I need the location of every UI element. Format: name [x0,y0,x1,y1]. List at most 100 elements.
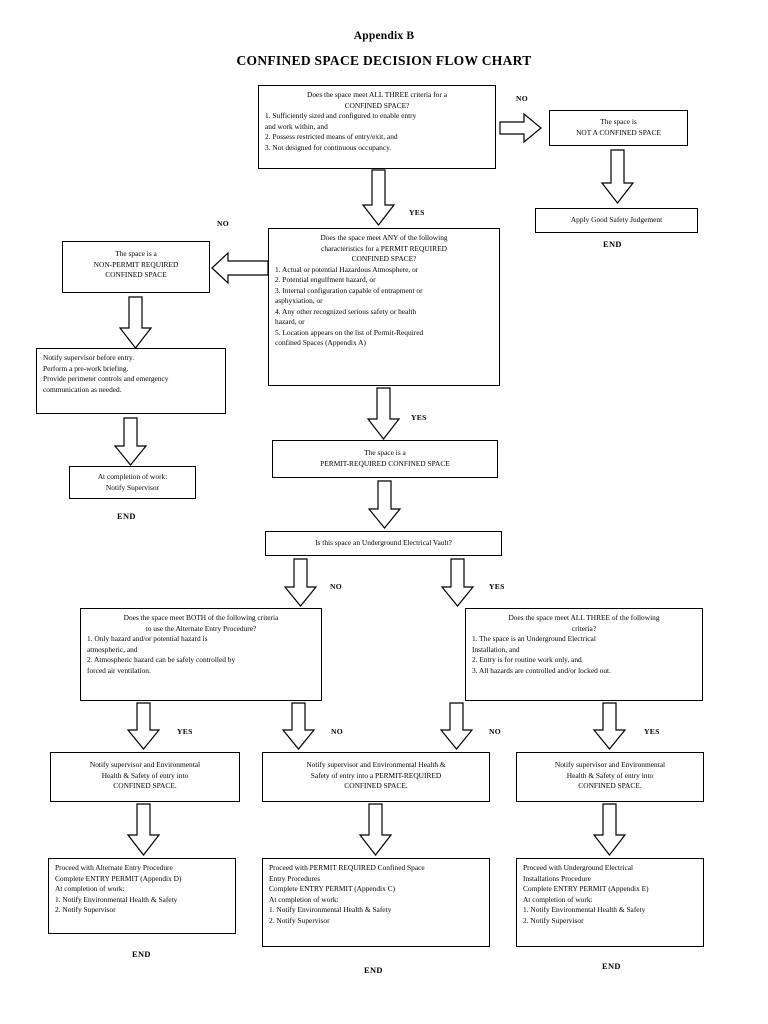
d2-item-5b: confined Spaces (Appendix A) [275,338,366,348]
end-label-left-upper: END [117,512,136,521]
label-yes-d2: YES [411,413,427,422]
notify-left-line3: CONFINED SPACE. [113,781,177,791]
proceed-center-line3: Complete ENTRY PERMIT (Appendix C) [269,884,396,894]
apply-judgement-line1: Apply Good Safety Judgement [570,215,663,224]
d1-item-2: 2. Possess restricted means of entry/exi… [265,132,398,142]
d1-item-1b: and work within, and [265,121,328,131]
arrow-d3-no-down [283,558,318,607]
arrow-notify-right-down [592,803,627,856]
label-yes-d4: YES [177,727,193,736]
end-label-bottom-center: END [364,966,383,975]
proceed-left-line1: Proceed with Alternate Entry Procedure [55,863,173,872]
node-proceed-permit-required: Proceed with PERMIT REQUIRED Confined Sp… [262,858,490,947]
proceed-right-line2: Installations Procedure [523,873,591,883]
label-yes-d5: YES [644,727,660,736]
node-notify-permit-required-center: Notify supervisor and Environmental Heal… [262,752,490,802]
d2-item-4: 4. Any other recognized serious safety o… [275,306,417,316]
proceed-left-line5: 2. Notify Supervisor [55,905,116,915]
notify-left-line1: Notify supervisor and Environmental [89,760,201,769]
notify-before-entry-line4: communication as needed. [43,384,122,394]
d4-item-2b: forced air ventilation. [87,665,151,675]
proceed-left-line4: 1. Notify Environmental Health & Safety [55,894,178,904]
node-notify-before-entry: Notify supervisor before entry. Perform … [36,348,226,414]
d3-line1: Is this space an Underground Electrical … [315,538,452,547]
decision-permit-required-characteristics: Does the space meet ANY of the following… [268,228,500,386]
d2-item-3: 3. Internal configuration capable of ent… [275,285,423,295]
notify-right-line3: CONFINED SPACE. [578,781,642,791]
decision-confined-space-criteria: Does the space meet ALL THREE criteria f… [258,85,496,169]
d1-item-3: 3. Not designed for continuous occupancy… [265,142,392,152]
d4-header-line1: Does the space meet BOTH of the followin… [123,613,279,622]
arrow-d1-yes-down [361,169,396,226]
arrow-d2-no-left [211,251,269,285]
d1-item-1: 1. Sufficiently sized and configured to … [265,111,417,121]
proceed-center-line1: Proceed with PERMIT REQUIRED Confined Sp… [269,863,425,872]
arrow-notify-center-down [358,803,393,856]
d2-header-line1: Does the space meet ANY of the following [320,233,448,242]
completion-notify-line1: At completion of work: [97,472,168,481]
proceed-right-line4: At completion of work: [523,894,593,904]
d1-header-line2: CONFINED SPACE? [344,100,410,110]
proceed-right-line6: 2. Notify Supervisor [523,915,584,925]
notify-before-entry-line3: Provide perimeter controls and emergency [43,374,169,384]
d4-item-1: 1. Only hazard and/or potential hazard i… [87,634,208,644]
node-at-completion-notify-supervisor: At completion of work: Notify Supervisor [69,466,196,499]
d5-header-line2: criteria? [571,623,597,633]
notify-center-line2: Safety of entry into a PERMIT-REQUIRED [310,770,442,780]
d4-header-line2: to use the Alternate Entry Procedure? [145,623,257,633]
node-notify-confined-space-right: Notify supervisor and Environmental Heal… [516,752,704,802]
label-no-d4: NO [331,727,343,736]
permit-required-line2: PERMIT-REQUIRED CONFINED SPACE [320,458,450,468]
d5-item-3: 3. All hazards are controlled and/or loc… [472,665,611,675]
d2-header-line3: CONFINED SPACE? [351,254,417,264]
decision-alternate-entry-procedure: Does the space meet BOTH of the followin… [80,608,322,701]
node-permit-required-confined-space: The space is a PERMIT-REQUIRED CONFINED … [272,440,498,478]
not-confined-line2: NOT A CONFINED SPACE [576,127,661,137]
label-no-d2: NO [217,219,229,228]
non-permit-line2: NON-PERMIT REQUIRED [93,259,179,269]
label-yes-d3: YES [489,582,505,591]
label-no-d1: NO [516,94,528,103]
notify-before-entry-line2: Perform a pre-work briefing. [43,363,129,373]
arrow-permit-required-down [367,480,402,529]
arrow-d4-yes-down [126,702,161,750]
appendix-label: Appendix B [353,30,415,42]
decision-underground-electrical-vault: Is this space an Underground Electrical … [265,531,502,556]
node-non-permit-required-confined-space: The space is a NON-PERMIT REQUIRED CONFI… [62,241,210,293]
proceed-left-line2: Complete ENTRY PERMIT (Appendix D) [55,873,182,883]
label-no-d3: NO [330,582,342,591]
not-confined-line1: The space is [600,117,637,126]
notify-right-line2: Health & Safety of entry into [566,770,654,780]
d5-header-line1: Does the space meet ALL THREE of the fol… [508,613,660,622]
d5-item-1b: Installation, and [472,644,520,654]
proceed-center-line6: 2. Notify Supervisor [269,915,330,925]
arrow-d1-no-right [499,112,542,144]
arrow-non-permit-down [118,296,153,349]
arrow-notify-before-entry-down [113,417,148,466]
arrow-notify-left-down [126,803,161,856]
d5-item-1: 1. The space is an Underground Electrica… [472,634,596,644]
arrow-d2-yes-down [366,387,401,440]
arrow-d5-no-down [439,702,474,750]
proceed-right-line3: Complete ENTRY PERMIT (Appendix E) [523,884,649,894]
page-title: CONFINED SPACE DECISION FLOW CHART [236,53,532,68]
proceed-right-line5: 1. Notify Environmental Health & Safety [523,905,646,915]
notify-before-entry-line1: Notify supervisor before entry. [43,353,135,362]
notify-center-line3: CONFINED SPACE. [344,781,408,791]
end-label-bottom-right: END [602,962,621,971]
proceed-center-line5: 1. Notify Environmental Health & Safety [269,905,392,915]
node-not-a-confined-space: The space is NOT A CONFINED SPACE [549,110,688,146]
arrow-d3-yes-down [440,558,475,607]
proceed-center-line4: At completion of work: [269,894,339,904]
d2-item-4b: hazard, or [275,317,305,327]
d2-item-1: 1. Actual or potential Hazardous Atmosph… [275,264,419,274]
node-notify-confined-space-left: Notify supervisor and Environmental Heal… [50,752,240,802]
proceed-left-line3: At completion of work: [55,884,125,894]
decision-underground-electrical-installation: Does the space meet ALL THREE of the fol… [465,608,703,701]
d5-item-2: 2. Entry is for routine work only, and [472,655,582,665]
d4-item-2: 2. Atmospheric hazard can be safely cont… [87,655,236,665]
arrow-d4-no-down [281,702,316,750]
arrow-d5-yes-down [592,702,627,750]
d2-header-line2: characteristics for a PERMIT REQUIRED [321,243,447,253]
